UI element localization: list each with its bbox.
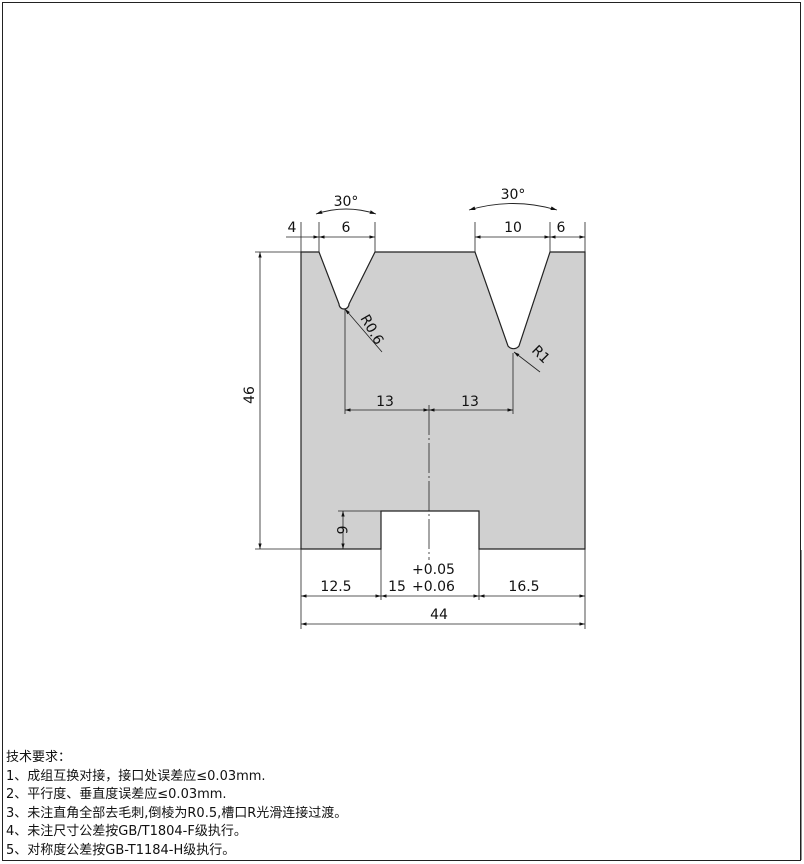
height-label: 46 bbox=[242, 386, 258, 404]
note-item: 1、成组互换对接，接口处误差应≤0.03mm. bbox=[6, 768, 266, 784]
left-radius-leader bbox=[344, 308, 383, 353]
right-radius-leader bbox=[513, 351, 541, 373]
center-left-label: 13 bbox=[376, 394, 394, 410]
tolerance-upper-label: +0.05 bbox=[412, 562, 455, 578]
bottom-extension-lines bbox=[300, 549, 586, 629]
left-angle-arc bbox=[315, 208, 377, 215]
note-item: 5、对称度公差按GB-T1184-H级执行。 bbox=[6, 842, 236, 858]
base-left-label: 12.5 bbox=[320, 579, 351, 595]
slot-width-label: 15 bbox=[388, 579, 406, 595]
base-right-label: 16.5 bbox=[508, 579, 539, 595]
overall-width-label: 44 bbox=[430, 607, 448, 623]
notes-title: 技术要求： bbox=[6, 750, 72, 765]
left-width-label: 6 bbox=[342, 220, 351, 236]
die-body bbox=[300, 251, 586, 550]
right-width-label: 10 bbox=[504, 220, 522, 236]
note-item: 4、未注尺寸公差按GB/T1804-F级执行。 bbox=[6, 824, 247, 840]
technical-requirements: 技术要求： 1、成组互换对接，接口处误差应≤0.03mm. 2、平行度、垂直度误… bbox=[6, 749, 796, 861]
center-right-label: 13 bbox=[461, 394, 479, 410]
left-offset-label: 4 bbox=[288, 220, 297, 236]
slot-depth-label: 6 bbox=[333, 526, 349, 535]
note-item: 2、平行度、垂直度误差应≤0.03mm. bbox=[6, 787, 227, 803]
right-angle-arc bbox=[468, 203, 558, 211]
left-angle-label: 30° bbox=[334, 194, 359, 210]
tolerance-lower-label: +0.06 bbox=[412, 579, 455, 595]
note-item: 3、未注直角全部去毛刺,倒棱为R0.5,槽口R光滑连接过渡。 bbox=[6, 805, 348, 821]
right-angle-label: 30° bbox=[501, 187, 526, 203]
right-offset-label: 6 bbox=[557, 220, 566, 236]
